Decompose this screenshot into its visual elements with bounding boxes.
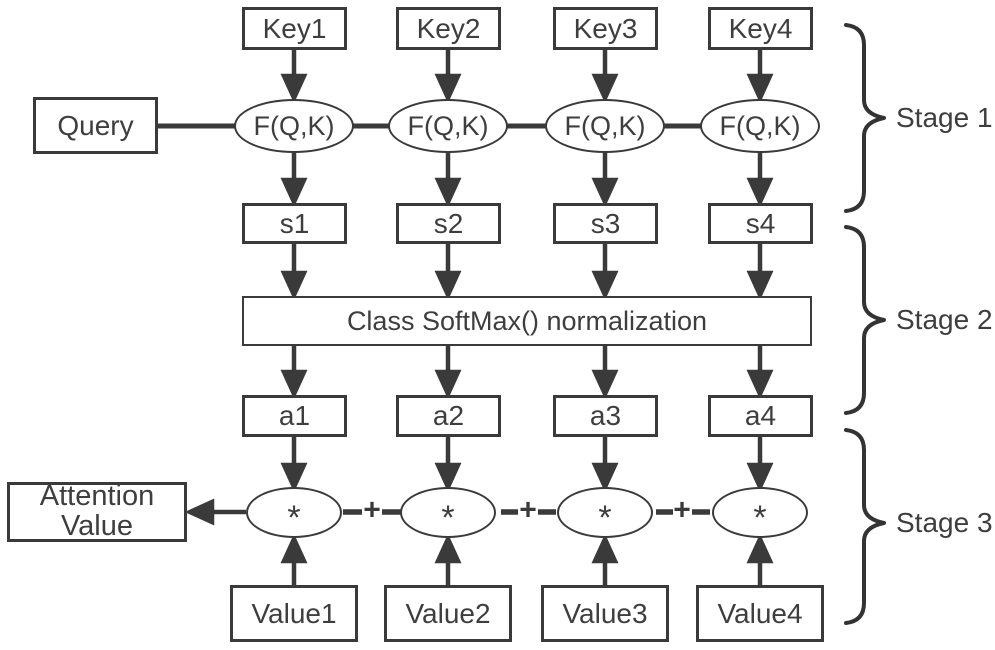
arrow-value4-to-mult4 [750, 539, 770, 586]
key2-box: Key2 [396, 7, 501, 50]
key1-box: Key1 [242, 7, 347, 50]
stage2-brace [844, 225, 886, 415]
multiply-symbol: * [753, 498, 767, 537]
attention-value-line2: Value [60, 510, 134, 542]
arrow-softmax-to-a3 [595, 345, 615, 394]
multiply-symbol: * [287, 498, 301, 537]
arrow-s4-to-softmax [750, 242, 770, 295]
arrow-f3-to-s3 [595, 152, 615, 202]
arrow-key2-to-f2 [438, 49, 458, 98]
score-fn-ellipse-4: F(Q,K) [700, 99, 820, 153]
arrow-a4-to-mult4 [750, 436, 770, 487]
arrow-a3-to-mult3 [595, 436, 615, 487]
arrow-softmax-to-a2 [438, 345, 458, 394]
a4-box: a4 [708, 395, 813, 437]
key3-box: Key3 [553, 7, 658, 50]
stage3-brace [844, 428, 886, 625]
attention-value-box: Attention Value [7, 482, 187, 542]
plus-operator-3: + [673, 493, 691, 527]
s1-box: s1 [242, 203, 347, 244]
value4-box: Value4 [696, 585, 824, 642]
stage1-brace [844, 23, 886, 213]
a1-box: a1 [242, 395, 347, 437]
a3-box: a3 [553, 395, 658, 437]
arrow-s3-to-softmax [595, 242, 615, 295]
arrow-s2-to-softmax [438, 242, 458, 295]
score-fn-ellipse-2: F(Q,K) [388, 99, 508, 153]
multiply-symbol: * [441, 498, 455, 537]
value3-box: Value3 [541, 585, 669, 642]
arrow-f4-to-s4 [750, 152, 770, 202]
stage2-label: Stage 2 [896, 304, 993, 335]
arrow-a2-to-mult2 [438, 436, 458, 487]
multiply-symbol: * [598, 498, 612, 537]
value1-box: Value1 [230, 585, 358, 642]
arrow-mult1-to-attention [190, 502, 246, 522]
arrow-value3-to-mult3 [595, 539, 615, 586]
stage1-label: Stage 1 [896, 102, 993, 133]
arrow-softmax-to-a4 [750, 345, 770, 394]
score-fn-ellipse-1: F(Q,K) [234, 99, 354, 153]
multiply-ellipse-2: * [400, 487, 496, 538]
arrow-key1-to-f1 [284, 49, 304, 98]
s3-box: s3 [553, 203, 658, 244]
arrow-key4-to-f4 [750, 49, 770, 98]
key4-box: Key4 [708, 7, 813, 50]
arrow-value2-to-mult2 [438, 539, 458, 586]
s4-box: s4 [708, 203, 813, 244]
plus-operator-2: + [519, 493, 537, 527]
multiply-ellipse-4: * [712, 487, 808, 538]
a2-box: a2 [396, 395, 501, 437]
attention-value-line1: Attention [39, 480, 155, 513]
arrow-key3-to-f3 [595, 49, 615, 98]
plus-operator-1: + [363, 493, 381, 527]
arrow-a1-to-mult1 [284, 436, 304, 487]
value2-box: Value2 [384, 585, 512, 642]
arrow-f2-to-s2 [438, 152, 458, 202]
arrow-f1-to-s1 [284, 152, 304, 202]
arrow-s1-to-softmax [284, 242, 304, 295]
multiply-ellipse-3: * [557, 487, 653, 538]
multiply-ellipse-1: * [246, 487, 342, 538]
score-fn-ellipse-3: F(Q,K) [545, 99, 665, 153]
arrow-value1-to-mult1 [284, 539, 304, 586]
arrow-softmax-to-a1 [284, 345, 304, 394]
softmax-box: Class SoftMax() normalization [242, 296, 812, 346]
query-box: Query [33, 97, 158, 154]
s2-box: s2 [396, 203, 501, 244]
stage3-label: Stage 3 [896, 507, 993, 538]
